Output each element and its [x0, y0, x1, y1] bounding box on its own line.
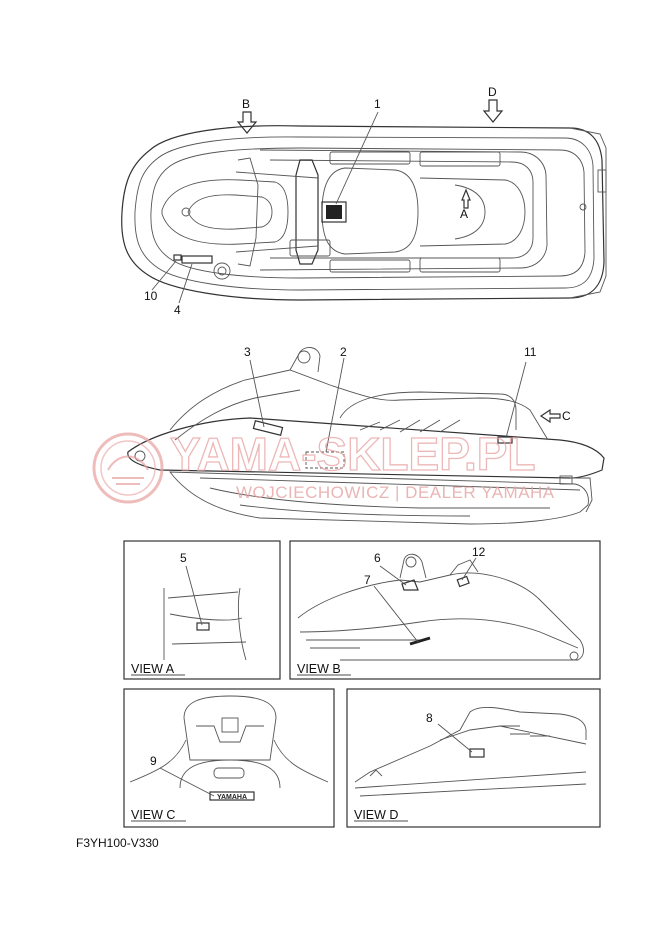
callout-11: 11	[524, 345, 537, 359]
view-d-panel: 8 VIEW D	[346, 688, 601, 828]
view-a-label: VIEW A	[131, 662, 175, 676]
view-a-panel: 5 VIEW A	[123, 540, 281, 680]
top-view-watercraft: 1 10 4 A B D	[121, 85, 607, 317]
arrow-label-c: C	[562, 409, 571, 423]
view-b-panel: 6 7 12 VIEW B	[289, 540, 601, 680]
callout-1: 1	[374, 97, 381, 111]
side-view-watercraft: 3 2 11 C	[127, 345, 605, 525]
view-c-label: VIEW C	[131, 808, 175, 822]
callout-2: 2	[340, 345, 347, 359]
callout-9: 9	[150, 754, 157, 768]
view-b-label: VIEW B	[297, 662, 341, 676]
callout-7: 7	[364, 573, 371, 587]
arrow-label-a: A	[460, 207, 468, 221]
callout-10: 10	[144, 289, 158, 303]
watermark-main: YAMA-SKLEP.PL	[170, 428, 536, 480]
watermark: YAMA-SKLEP.PL WOJCIECHOWICZ | DEALER YAM…	[92, 427, 555, 504]
view-c-panel: YAMAHA 9 VIEW C	[123, 688, 335, 828]
arrow-label-d: D	[488, 85, 497, 99]
view-d-label: VIEW D	[354, 808, 398, 822]
callout-6: 6	[374, 551, 381, 565]
callout-12: 12	[472, 545, 486, 559]
arrow-label-b: B	[242, 97, 250, 111]
watermark-sub: WOJCIECHOWICZ | DEALER YAMAHA	[236, 483, 555, 502]
callout-5: 5	[180, 551, 187, 565]
callout-3: 3	[244, 345, 251, 359]
diagram-code: F3YH100-V330	[76, 836, 159, 850]
callout-8: 8	[426, 711, 433, 725]
callout-4: 4	[174, 303, 181, 317]
yamaha-badge: YAMAHA	[217, 794, 247, 801]
